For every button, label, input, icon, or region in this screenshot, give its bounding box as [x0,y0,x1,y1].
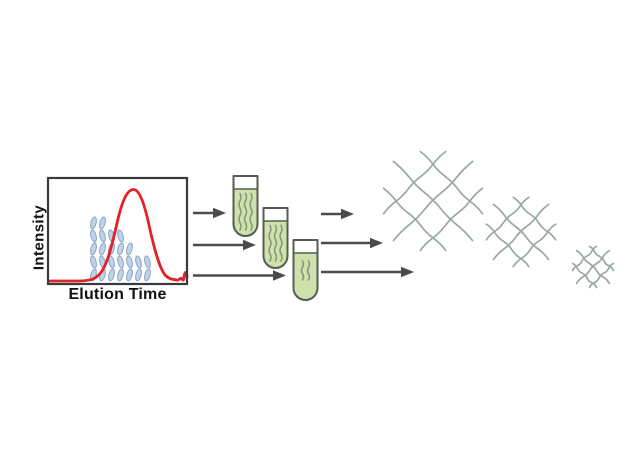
polymer-coil-segment [99,229,106,243]
coil-column-5 [126,242,133,282]
dissolved-polymer-chain [300,260,305,281]
coil-column-4 [117,229,124,282]
fraction-tube-2-medium-chains [262,207,289,269]
polymer-coil-segment [126,255,133,269]
arrow-fraction-1-to-network-large [321,208,354,220]
polymer-coil-segment [90,216,97,230]
y-axis-label: Intensity [30,204,48,271]
polymer-coil-segment [144,255,151,269]
polymer-coil-segment [144,268,151,282]
network-strand [571,262,598,289]
arrow-head [370,237,383,249]
network-strand [575,249,611,285]
coil-column-2 [99,216,106,282]
fraction-tubes [232,175,319,301]
polymer-coil-segment [126,242,133,256]
polymer-coil-segment [90,255,97,269]
coil-column-6 [135,255,142,282]
dissolved-polymer-chain [279,224,283,262]
polymer-network-small [571,245,615,289]
arrow-head [273,270,286,281]
network-strand [485,223,530,268]
dissolved-polymer-chain [273,224,278,262]
dissolved-polymer-chain [306,260,311,281]
polymer-coil-segment [117,255,124,269]
dissolved-polymer-chain [268,224,272,262]
polymer-coil-segment [108,268,115,282]
network-strand [492,203,550,261]
network-strand [588,245,615,272]
arrow-plot-to-fraction-1 [193,207,226,219]
arrow-fraction-2-to-network-medium [321,237,383,249]
polymer-coil-segment [135,255,142,269]
dissolved-polymer-chain [249,192,253,231]
fraction-tube-3-short-chains [292,239,319,301]
chromatogram-curve [48,188,189,283]
polymer-coil-segment [90,229,97,243]
arrow-plot-to-fraction-2 [193,239,256,251]
network-strand [419,150,484,215]
tube-liquid [292,252,319,301]
x-axis-label: Elution Time [68,286,167,303]
polymer-coil-segment [117,229,124,243]
network-strand [512,196,557,241]
arrow-head [341,208,354,220]
polymer-coil-segment [99,242,106,256]
arrow-head [401,266,414,278]
tube-outline [292,239,319,301]
tube-outline [232,175,259,237]
polymer-coil-segment [117,242,124,256]
polymer-coil-segment [126,268,133,282]
coil-column-1 [90,216,97,282]
polymer-coil-segment [117,268,124,282]
polymer-network-large [382,150,484,252]
arrow-fraction-3-to-network-small [321,266,414,278]
arrow-head [243,239,256,251]
polymer-network-medium [485,196,557,268]
arrow-plot-to-fraction-3 [193,270,286,281]
polymer-coil-segment [99,216,106,230]
polymer-coil-columns [90,216,151,282]
fraction-tube-1-long-chains [232,175,259,237]
coil-column-7 [144,255,151,282]
polymer-networks [382,150,615,289]
arrow-head [213,207,226,219]
dissolved-polymer-chain [243,192,248,231]
plot-frame [46,176,189,286]
transfer-arrows [193,207,414,281]
network-strand [382,187,447,252]
network-strand [392,160,474,242]
dissolved-polymer-chain [238,192,242,231]
polymer-coil-segment [135,268,142,282]
tube-outline [262,207,289,269]
polymer-coil-segment [90,242,97,256]
